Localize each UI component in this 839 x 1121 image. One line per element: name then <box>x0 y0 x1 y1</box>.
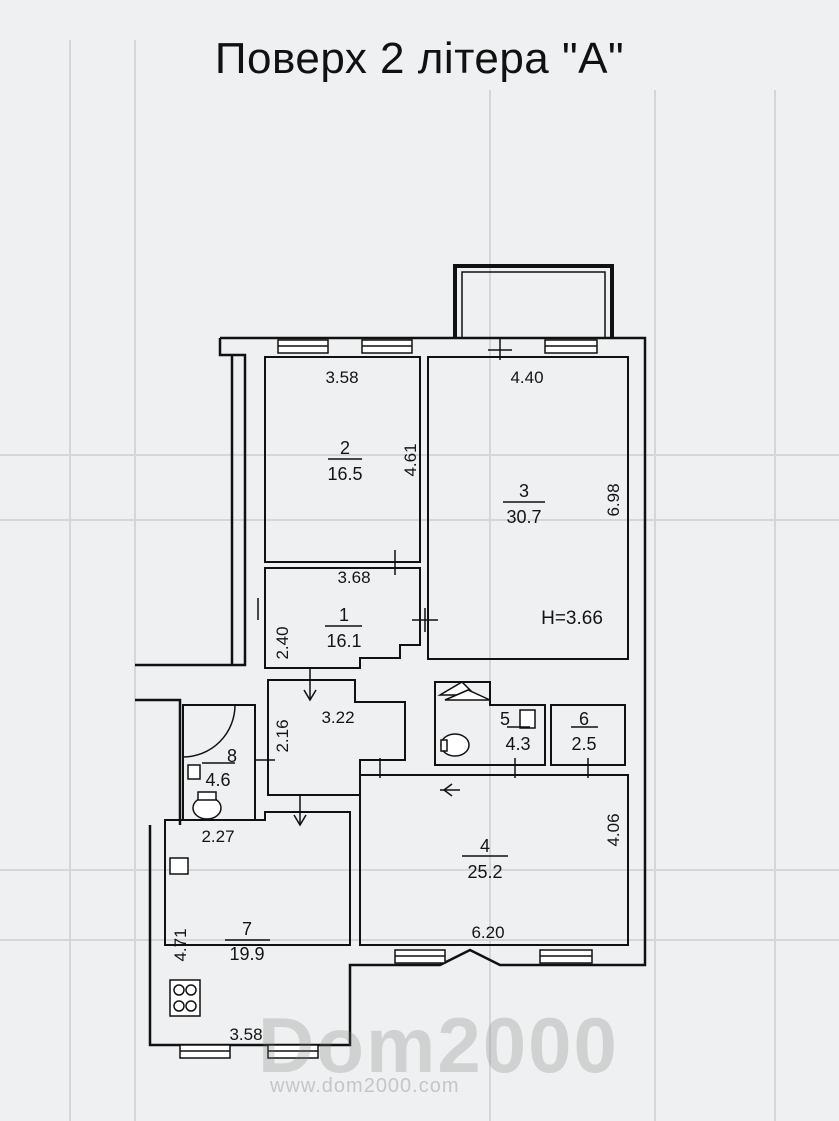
room-7-number: 7 <box>242 919 252 939</box>
room-5-outline <box>434 681 546 766</box>
dim-room-3-width: 4.40 <box>510 368 543 387</box>
dim-corridor-width: 3.22 <box>321 708 354 727</box>
dim-room-3-length: 6.98 <box>604 483 623 516</box>
room-1-outline <box>264 567 421 669</box>
dim-room-7-length: 4.71 <box>171 928 190 961</box>
room-5-area: 4.3 <box>505 734 530 754</box>
dim-room-1-width: 3.68 <box>337 568 370 587</box>
room-2-number: 2 <box>340 438 350 458</box>
exterior-walls <box>135 336 647 1047</box>
dim-room-1-length: 2.40 <box>273 626 292 659</box>
ceiling-height-label: H=3.66 <box>541 608 603 629</box>
room-7-area: 19.9 <box>229 944 264 964</box>
room-4-area: 25.2 <box>467 862 502 882</box>
room-6-area: 2.5 <box>571 734 596 754</box>
room-2-outline <box>264 356 421 563</box>
room-4-outline <box>359 774 629 946</box>
room-7-outline <box>164 811 351 946</box>
room-4-number: 4 <box>480 836 490 856</box>
room-3-area: 30.7 <box>506 507 541 527</box>
sanitary-fixtures <box>169 681 536 1017</box>
room-2-area: 16.5 <box>327 464 362 484</box>
corridor-outline <box>267 679 406 796</box>
room-1-area: 16.1 <box>326 631 361 651</box>
dim-room-4-width: 6.20 <box>471 923 504 942</box>
room-1-number: 1 <box>339 605 349 625</box>
watermark-logo: Dom2000 <box>258 1001 619 1089</box>
room-6-number: 6 <box>579 709 589 729</box>
balcony <box>453 264 614 338</box>
fraction-bars <box>202 458 598 941</box>
dim-room-7-width-top: 2.27 <box>201 827 234 846</box>
room-5-number: 5 <box>500 709 510 729</box>
windows <box>179 339 598 1059</box>
dim-room-2-length: 4.61 <box>401 443 420 476</box>
dim-corridor-length: 2.16 <box>273 719 292 752</box>
dim-room-2-width: 3.58 <box>325 368 358 387</box>
dim-room-4-length: 4.06 <box>604 813 623 846</box>
dim-room-7-width-bottom: 3.58 <box>229 1025 262 1044</box>
room-3-outline <box>427 356 629 660</box>
floor-title: Поверх 2 літера "А" <box>214 34 625 83</box>
watermark-url: www.dom2000.com <box>270 1075 460 1097</box>
room-3-number: 3 <box>519 481 529 501</box>
room-8-number: 8 <box>227 746 237 766</box>
room-8-area: 4.6 <box>205 770 230 790</box>
door-marks <box>182 338 589 827</box>
